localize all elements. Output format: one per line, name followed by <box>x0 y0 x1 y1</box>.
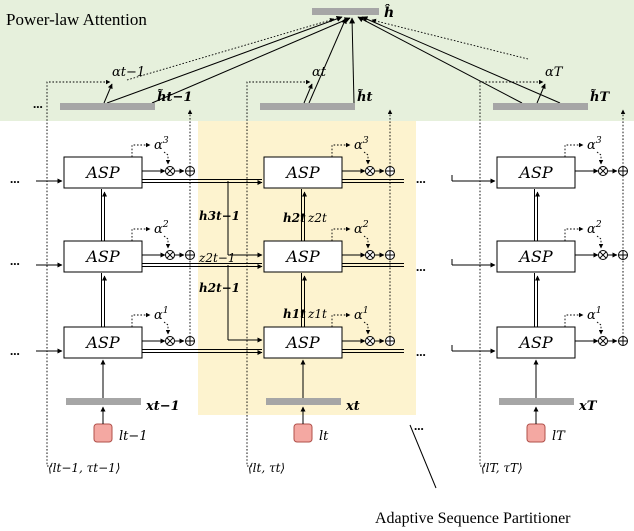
input-square <box>93 423 113 443</box>
callout-line <box>409 424 437 489</box>
asp-block <box>496 156 576 189</box>
ellipsis-row3-mid: ... <box>416 171 426 186</box>
alpha-h-label: α3 <box>587 135 602 153</box>
x-bar <box>266 398 341 405</box>
alpha-h-label: α1 <box>354 305 369 323</box>
asp-row-3: ASP α3 <box>496 135 628 241</box>
ellipsis-row2-mid: ... <box>416 259 426 274</box>
asp-label: ASP <box>284 333 320 352</box>
asp-label: ASP <box>84 163 120 182</box>
asp-block <box>263 240 343 273</box>
alpha-h-label: α3 <box>154 135 169 153</box>
asp-label: ASP <box>517 163 553 182</box>
ellipsis-row2-left: ... <box>10 253 20 268</box>
asp-block <box>63 240 143 273</box>
htilde-label: h̃t−1 <box>157 89 192 105</box>
x-label: xt <box>345 399 360 414</box>
attention-arrows <box>106 16 561 104</box>
inter-column-links <box>36 175 496 355</box>
alpha-h-label: α1 <box>154 305 169 323</box>
asp-block <box>263 326 343 359</box>
htilde-bar <box>60 103 155 110</box>
alpha-h-label: α2 <box>354 219 369 237</box>
ellipsis-row3-left: ... <box>10 171 20 186</box>
z2-t-minus-1-label: z2t−1 <box>198 251 235 265</box>
alpha-h-label: α1 <box>587 305 602 323</box>
h1-t-label: h1t <box>283 307 306 321</box>
z2-t-label: z2t <box>307 211 327 225</box>
htilde-bar <box>493 103 588 110</box>
asp-block <box>496 240 576 273</box>
asp-label: ASP <box>517 247 553 266</box>
ellipsis-bottom-mid: ... <box>414 418 424 433</box>
alpha-label: αT <box>545 65 564 80</box>
asp-label: ASP <box>284 163 320 182</box>
output-label: ĥ <box>384 3 394 21</box>
asp-row-3: ASP α3 <box>63 135 195 241</box>
ellipsis-top-left: ... <box>33 96 43 111</box>
pair-label: ⟨lt, τt⟩ <box>248 461 285 475</box>
x-bar <box>499 398 574 405</box>
l-label: lt−1 <box>119 429 148 444</box>
x-label: xt−1 <box>145 399 180 414</box>
alpha-h-label: α2 <box>587 219 602 237</box>
asp-label: ASP <box>284 247 320 266</box>
attention-band <box>0 0 634 121</box>
htilde-label: h̃T <box>590 89 610 105</box>
asp-block <box>496 326 576 359</box>
pair-label: ⟨lt−1, τt−1⟩ <box>48 461 121 475</box>
asp-row-3: ASP α3 <box>263 135 395 241</box>
callout-label: Adaptive Sequence Partitioner <box>375 510 571 527</box>
pair-label: ⟨lT, τT⟩ <box>481 461 523 475</box>
htilde-bar <box>260 103 355 110</box>
alpha-label: αt <box>312 65 327 80</box>
asp-row-2: ASP α2 <box>263 219 395 327</box>
alpha-h-label: α2 <box>154 219 169 237</box>
z1-t-label: z1t <box>307 307 327 321</box>
input-square <box>293 423 313 443</box>
asp-row-1: ASP α1 <box>63 305 195 359</box>
asp-label: ASP <box>84 247 120 266</box>
asp-row-2: ASP α2 <box>496 219 628 327</box>
h2-t-minus-1-label: h2t−1 <box>199 281 240 295</box>
asp-label: ASP <box>84 333 120 352</box>
output-bar <box>312 8 379 15</box>
asp-block <box>63 326 143 359</box>
htilde-label: h̃t <box>357 89 372 105</box>
asp-row-2: ASP α2 <box>63 219 195 327</box>
alpha-label: αt−1 <box>112 65 145 80</box>
asp-row-1: ASP α1 <box>263 305 395 359</box>
l-label: lT <box>552 429 566 444</box>
x-bar <box>66 398 141 405</box>
asp-label: ASP <box>517 333 553 352</box>
asp-row-1: ASP α1 <box>496 305 628 359</box>
alpha-h-label: α3 <box>354 135 369 153</box>
x-label: xT <box>578 399 598 414</box>
asp-block <box>63 156 143 189</box>
input-square <box>526 423 546 443</box>
h3-t-minus-1-label: h3t−1 <box>199 209 240 223</box>
ellipsis-row1-left: ... <box>10 343 20 358</box>
asp-block <box>263 156 343 189</box>
h2-t-label: h2t <box>283 211 306 225</box>
ellipsis-row1-mid: ... <box>416 344 426 359</box>
attention-title: Power-law Attention <box>6 10 147 29</box>
l-label: lt <box>319 429 329 444</box>
